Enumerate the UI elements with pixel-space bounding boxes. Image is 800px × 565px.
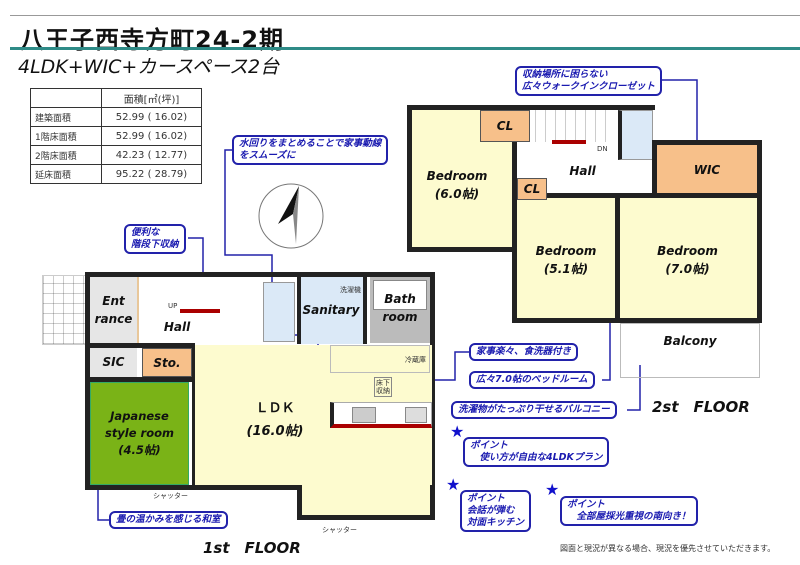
room-japanese: Japanese style room (4.5帖) xyxy=(104,408,175,458)
room-sic: SIC xyxy=(102,355,125,369)
callout-kitchen: 家事楽々、食洗器付き xyxy=(469,343,579,361)
room-bedroom-5: Bedroom (5.1帖) xyxy=(535,244,597,276)
room-closet-b: CL xyxy=(523,182,541,196)
sink-icon xyxy=(352,407,376,423)
fridge-label: 冷蔵庫 xyxy=(405,356,426,364)
dn-label: DN xyxy=(597,145,608,153)
room-hall-2f: Hall xyxy=(569,164,596,178)
shutter-label: シャッター xyxy=(322,526,357,534)
room-sanitary: Sanitary xyxy=(302,303,360,317)
room-balcony: Balcony xyxy=(663,333,717,348)
top-rule xyxy=(10,15,800,16)
callout-wic: 収納場所に困らない 広々ウォークインクローゼット xyxy=(515,66,663,96)
washer-label: 洗濯機 xyxy=(340,286,361,294)
footer-note: 図面と現況が異なる場合、現況を優先させていただきます。 xyxy=(560,544,776,553)
callout-water: 水回りをまとめることで家事動線 をスムーズに xyxy=(232,135,389,165)
room-bedroom-7: Bedroom (7.0帖) xyxy=(657,244,718,276)
room-ldk: ＬＤＫ xyxy=(255,401,295,417)
stove-icon xyxy=(405,407,427,423)
floor1-label: 1st FLOOR xyxy=(203,539,301,557)
page-subtitle: 4LDK+WIC+カースペース2台 xyxy=(18,56,280,78)
star-icon: ★ xyxy=(446,475,461,494)
star-icon: ★ xyxy=(450,422,465,441)
room-bedroom-6: Bedroom (6.0帖) xyxy=(426,169,488,201)
up-label: UP xyxy=(168,302,178,310)
room-hall-1f: Hall xyxy=(163,320,191,334)
star-icon: ★ xyxy=(545,480,560,499)
callout-point-south: ポイント 全部屋採光重視の南向き！ xyxy=(560,496,698,526)
callout-point-kitchen: ポイント 会話が弾む 対面キッチン xyxy=(460,490,532,532)
underfloor-storage-label: 床下 収納 xyxy=(374,377,392,397)
callout-stairs: 便利な 階段下収納 xyxy=(124,224,186,254)
entrance-porch xyxy=(42,275,86,345)
floor2-label: 2st FLOOR xyxy=(652,398,750,416)
balcony-area xyxy=(620,323,760,378)
stair-rail xyxy=(180,309,220,313)
title-underline xyxy=(10,47,800,50)
callout-bedroom: 広々7.0帖のベッドルーム xyxy=(469,371,595,389)
kitchen-storage xyxy=(330,345,430,373)
toilet-1f xyxy=(263,282,295,342)
shutter-label: シャッター xyxy=(153,492,188,500)
callout-balcony: 洗濯物がたっぷり干せるバルコニー xyxy=(451,401,617,419)
callout-point-4ldk: ポイント 使い方が自由な4LDKプラン xyxy=(463,437,610,467)
toilet-2f xyxy=(618,110,653,160)
room-storage: Sto. xyxy=(153,355,181,370)
compass-north-icon xyxy=(258,183,324,249)
room-closet-a: CL xyxy=(496,119,514,133)
room-wic: WIC xyxy=(693,163,721,177)
room-ldk-size: (16.0帖) xyxy=(246,424,304,440)
room-bath: Bath room xyxy=(382,292,418,324)
stairs-2f xyxy=(535,110,615,142)
room-entrance: Ent rance xyxy=(94,294,133,326)
table-header-row: 面積[㎡(坪)] xyxy=(30,88,202,108)
callout-washitsu: 畳の温かみを感じる和室 xyxy=(109,511,228,529)
bathtub xyxy=(373,280,427,310)
